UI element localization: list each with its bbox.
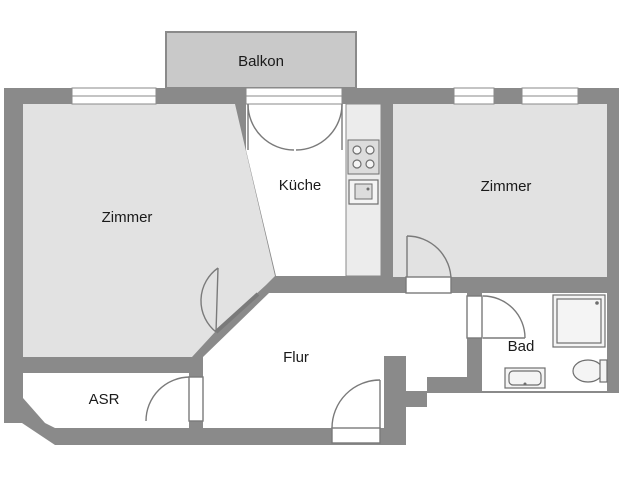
room-kueche <box>246 104 346 276</box>
bathroom-sink <box>504 367 546 389</box>
label-flur: Flur <box>283 349 309 366</box>
label-asr: ASR <box>89 391 120 408</box>
rooms <box>23 103 607 428</box>
balcony <box>165 31 357 89</box>
label-kueche: Küche <box>279 177 322 194</box>
label-balkon: Balkon <box>238 53 284 70</box>
room-zimmer-right <box>393 104 607 277</box>
toilet <box>572 359 608 383</box>
kitchen-sink <box>348 179 379 205</box>
room-zimmer-left <box>23 104 275 357</box>
room-asr <box>23 373 189 428</box>
windows <box>71 87 579 105</box>
balcony-door <box>247 103 343 151</box>
shower <box>552 294 606 348</box>
room-flur <box>203 293 467 428</box>
label-zimmer-right: Zimmer <box>481 178 532 195</box>
stove <box>347 139 380 175</box>
label-bad: Bad <box>508 338 535 355</box>
label-zimmer-left: Zimmer <box>102 209 153 226</box>
doors <box>145 235 526 444</box>
